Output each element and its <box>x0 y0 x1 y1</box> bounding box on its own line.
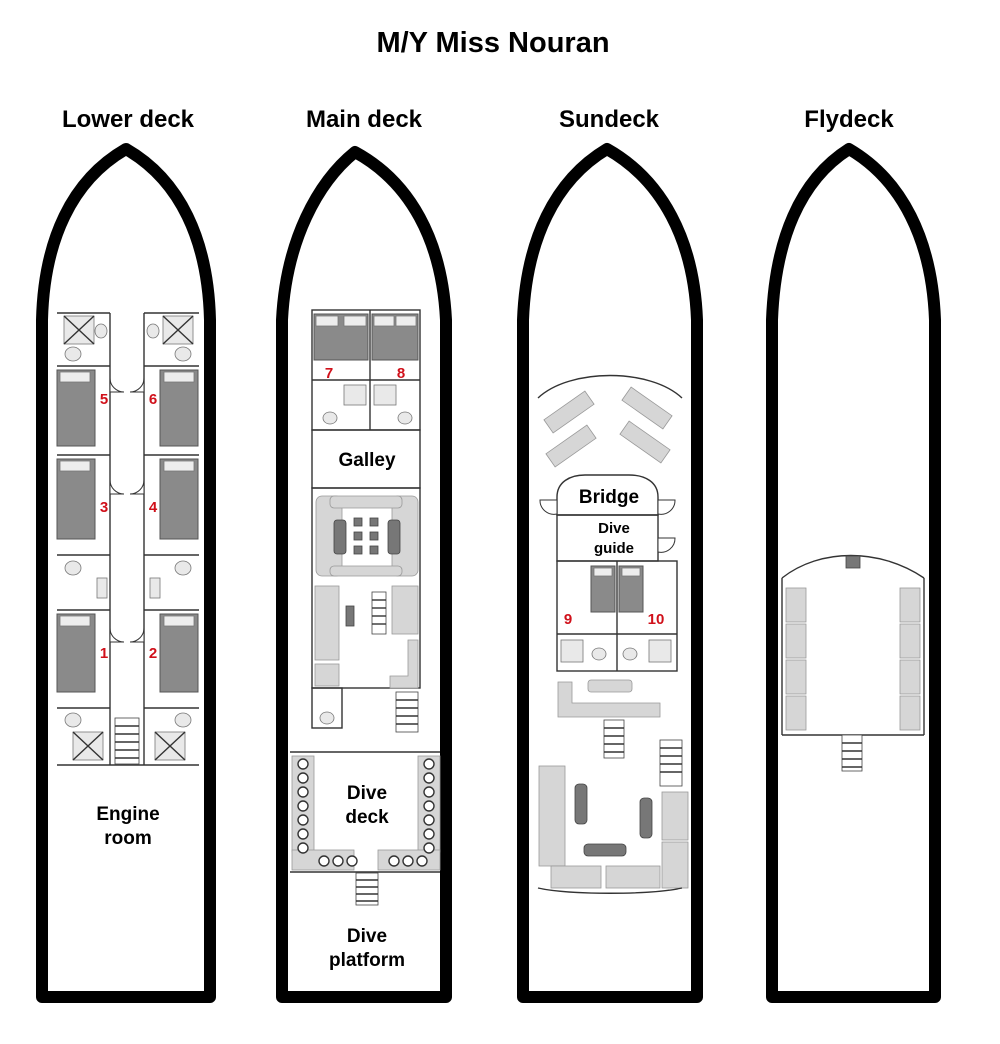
cabin-number: 5 <box>100 391 108 408</box>
sofa <box>314 585 340 661</box>
dive-deck-label: Dive <box>347 783 387 804</box>
cabin-number: 7 <box>325 365 333 382</box>
bed <box>56 369 96 447</box>
lower-deck-stairs <box>114 717 140 765</box>
cabin-number: 4 <box>149 499 158 516</box>
flydeck-heading: Flydeck <box>804 106 894 133</box>
sofa <box>538 765 566 867</box>
flydeck-hull <box>766 143 941 1003</box>
flydeck-stairs <box>841 734 863 772</box>
cabin-number: 1 <box>100 645 108 662</box>
dive-deck-label: deck <box>345 807 389 828</box>
toilet <box>397 411 413 425</box>
bed <box>159 613 199 693</box>
bridge-label: Bridge <box>579 487 639 508</box>
main-deck: 7 8 Galley <box>276 146 452 1003</box>
sunbeds <box>543 386 673 468</box>
bed <box>159 458 199 540</box>
table <box>639 797 653 839</box>
flydeck-sunbeds <box>785 587 921 731</box>
lower-deck-hull <box>36 143 216 1003</box>
lower-deck: 1 2 3 4 5 6 Engine room <box>36 143 216 1003</box>
sundeck: Bridge Dive guide 9 10 <box>517 143 703 1003</box>
sink <box>146 323 160 339</box>
dive-platform-stairs <box>355 872 379 906</box>
sofa <box>661 791 689 841</box>
flydeck <box>766 143 941 1003</box>
cabin-number: 8 <box>397 365 405 382</box>
lounge-sofa <box>557 681 661 718</box>
cabin-number: 6 <box>149 391 157 408</box>
table <box>587 679 633 693</box>
cabin-number: 3 <box>100 499 108 516</box>
sundeck-stairs <box>603 719 683 787</box>
bed <box>159 369 199 447</box>
toilet <box>322 411 338 425</box>
shower <box>648 639 672 663</box>
toilet <box>64 346 82 362</box>
table <box>333 519 347 555</box>
sofa <box>605 865 661 889</box>
dive-tanks <box>297 758 435 867</box>
bridge <box>556 474 659 516</box>
helm <box>845 555 861 569</box>
toilet <box>64 560 82 576</box>
sofa <box>391 585 419 635</box>
cabin-number: 9 <box>564 611 572 628</box>
bed <box>56 613 96 693</box>
shower <box>560 639 584 663</box>
galley-label: Galley <box>338 450 395 471</box>
shower <box>343 384 367 406</box>
toilet <box>174 560 192 576</box>
dive-guide-label: Dive <box>598 520 630 537</box>
table <box>583 843 627 857</box>
main-deck-stairs <box>395 691 419 733</box>
table <box>387 519 401 555</box>
cabin-number: 2 <box>149 645 157 662</box>
page-title: M/Y Miss Nouran <box>376 27 609 59</box>
shower <box>373 384 397 406</box>
dive-platform-label: Dive <box>347 926 387 947</box>
engine-room-label: Engine <box>96 804 159 825</box>
toilet <box>591 647 607 661</box>
table <box>574 783 588 825</box>
cabin-number: 10 <box>648 611 665 628</box>
bed <box>56 458 96 540</box>
sink <box>94 323 108 339</box>
main-deck-heading: Main deck <box>306 106 423 133</box>
engine-room-label: room <box>104 828 152 849</box>
dive-guide-label: guide <box>594 540 634 557</box>
sofa <box>550 865 602 889</box>
sofa <box>661 841 689 889</box>
shower <box>96 577 108 599</box>
toilet <box>64 712 82 728</box>
toilet <box>622 647 638 661</box>
sundeck-heading: Sundeck <box>559 106 660 133</box>
toilet <box>319 711 335 725</box>
lower-deck-heading: Lower deck <box>62 106 195 133</box>
toilet <box>174 346 192 362</box>
shower <box>149 577 161 599</box>
toilet <box>174 712 192 728</box>
dive-platform-label: platform <box>329 950 405 971</box>
